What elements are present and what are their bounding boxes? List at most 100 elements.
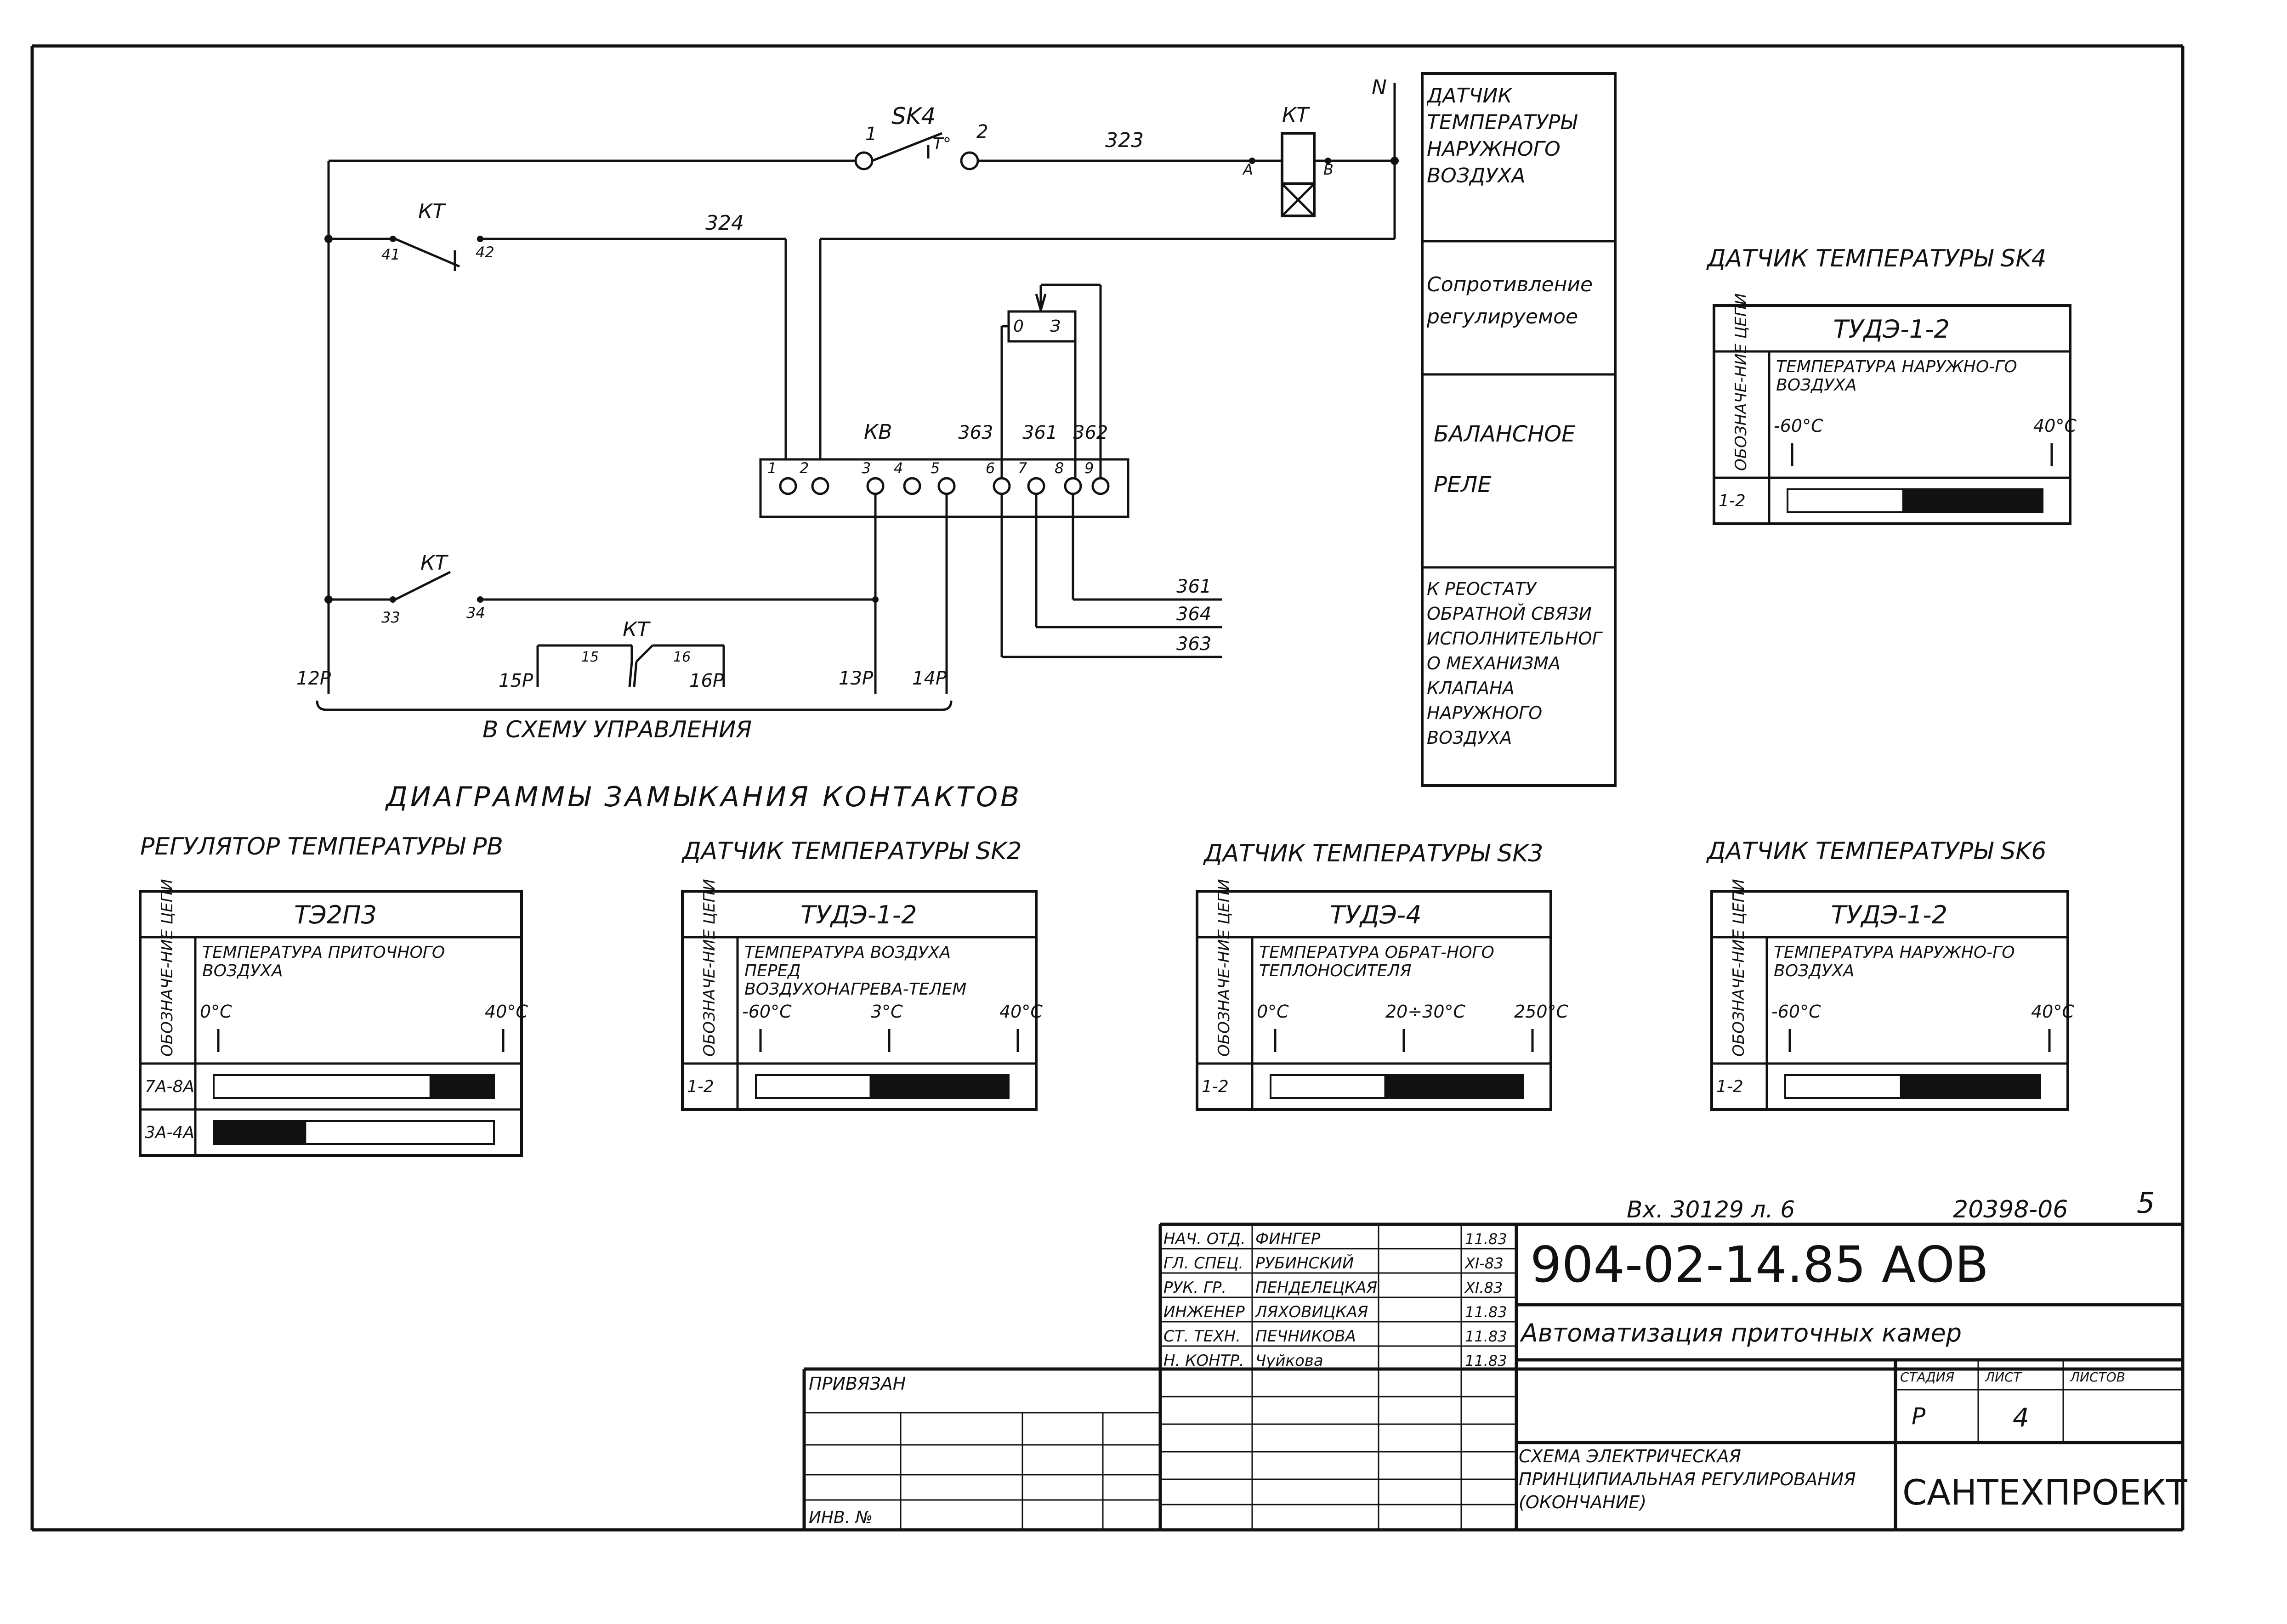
legend-item-balance-relay: БАЛАНСНОЕ РЕЛЕ [1434, 421, 1576, 498]
diagrams-title: ДИАГРАММЫ ЗАМЫКАНИЯ КОНТАКТОВ [385, 781, 1022, 813]
sheet-label: ЛИСТ [1985, 1369, 2022, 1385]
inventory-label: ИНВ. № [809, 1508, 873, 1527]
legend-item-resistor: Сопротивление регулируемое [1427, 273, 1593, 328]
signer-date: 11.83 [1465, 1328, 1507, 1345]
diagram-device-name: ТУДЭ-1-2 [1831, 900, 1947, 929]
signer-date: XI-83 [1464, 1255, 1504, 1272]
diagram-tick-label: 250°С [1514, 1002, 1569, 1022]
out-364-label: 364 [1176, 604, 1211, 625]
signer-role: Н. КОНТР. [1163, 1352, 1244, 1370]
to-control-scheme-label: В СХЕМУ УПРАВЛЕНИЯ [482, 716, 752, 743]
diagram-param-text: ТЕМПЕРАТУРА НАРУЖНО-ГО [1776, 357, 2017, 376]
kv-pin-6: 6 [986, 459, 995, 477]
kt-coil-upper [1281, 132, 1316, 190]
signer-role: СТ. ТЕХН. [1163, 1327, 1241, 1346]
diagram-device-name: ТУДЭ-1-2 [1833, 315, 1950, 344]
kt-15-16-label: КТ [623, 618, 651, 641]
project-title: Автоматизация приточных камер [1520, 1318, 1962, 1347]
kt-41-42-label: КТ [418, 200, 446, 223]
diagram-param-text: ВОЗДУХОНАГРЕВА-ТЕЛЕМ [744, 980, 966, 999]
wire-363-top-label: 363 [958, 422, 993, 443]
handwritten-ref: Вх. 30129 л. 6 [1627, 1196, 1795, 1223]
diagram-tick-label: -60°С [1771, 1002, 1821, 1022]
kt-15-16-contact [628, 661, 633, 687]
legend-item-outdoor-sensor: ДАТЧИК ТЕМПЕРАТУРЫ НАРУЖНОГО ВОЗДУХА [1427, 84, 1577, 187]
kv-pin-8: 8 [1055, 459, 1064, 477]
title-block [802, 1222, 2183, 1530]
sheets-label: ЛИСТОВ [2070, 1369, 2125, 1385]
diagram-side-label: ОБОЗНАЧЕ-НИЕ ЦЕПИ [1732, 293, 1750, 471]
diagram-caption: РЕГУЛЯТОР ТЕМПЕРАТУРЫ РВ [140, 833, 503, 860]
diagram-param-text: ТЕМПЕРАТУРА НАРУЖНО-ГО [1774, 943, 2015, 962]
control-scheme-brace [316, 700, 953, 711]
kv-pin-4: 4 [894, 459, 903, 477]
signer-role: ГЛ. СПЕЦ. [1163, 1254, 1243, 1273]
signer-name: Чуйкова [1255, 1352, 1323, 1370]
diagram-param-text: ТЕПЛОНОСИТЕЛЯ [1259, 962, 1412, 980]
sk4-pin2-label: 2 [976, 121, 988, 142]
sheet-frame [30, 44, 2185, 1532]
contact-diagram-1: РЕГУЛЯТОР ТЕМПЕРАТУРЫ РВТЭ2П3ОБОЗНАЧЕ-НИ… [139, 833, 528, 1157]
diagram-param-text: ВОЗДУХА [1774, 962, 1854, 980]
stage-value: Р [1912, 1403, 1926, 1430]
diagram-tick-label: 0°С [1257, 1002, 1289, 1022]
wire-361-top-label: 361 [1022, 422, 1057, 443]
resistor-right-label: З [1050, 317, 1061, 336]
signer-date: 11.83 [1465, 1230, 1507, 1248]
diagram-caption: ДАТЧИК ТЕМПЕРАТУРЫ SK6 [1706, 837, 2046, 865]
contact-diagrams: РЕГУЛЯТОР ТЕМПЕРАТУРЫ РВТЭ2П3ОБОЗНАЧЕ-НИ… [139, 245, 2077, 1157]
signer-role: РУК. ГР. [1163, 1279, 1226, 1297]
stage-label: СТАДИЯ [1900, 1369, 1954, 1385]
signer-name: ПЕНДЕЛЕЦКАЯ [1255, 1279, 1377, 1297]
diagram-tick-label: 40°С [2033, 416, 2077, 436]
diagram-row-closed-segment [869, 1075, 1009, 1098]
legend-item-rheostat: К РЕОСТАТУ ОБРАТНОЙ СВЯЗИ ИСПОЛНИТЕЛЬНОГ… [1427, 579, 1602, 748]
signer-name: РУБИНСКИЙ [1255, 1254, 1354, 1273]
diagram-device-name: ТУДЭ-4 [1330, 900, 1422, 929]
term-13p-label: 13Р [839, 668, 874, 689]
kt-coil-pin-a: А [1242, 161, 1253, 178]
diagram-side-label: ОБОЗНАЧЕ-НИЕ ЦЕПИ [700, 879, 719, 1057]
kv-pin-1: 1 [767, 459, 777, 477]
diagram-param-text: ПЕРЕД [744, 962, 800, 980]
diagram-row-closed-segment [1900, 1075, 2040, 1098]
diagram-caption: ДАТЧИК ТЕМПЕРАТУРЫ SK4 [1706, 245, 2046, 272]
pin-34-label: 34 [466, 604, 485, 622]
diagram-row-closed-segment [214, 1121, 306, 1144]
term-16p-label: 16Р [689, 670, 724, 691]
signer-name: ПЕЧНИКОВА [1255, 1327, 1356, 1346]
kt-coil-label: КТ [1282, 103, 1310, 127]
diagram-tick-label: 40°С [999, 1002, 1043, 1022]
diagram-side-label: ОБОЗНАЧЕ-НИЕ ЦЕПИ [1730, 879, 1748, 1057]
sheet-value: 4 [2013, 1403, 2029, 1433]
diagram-side-label: ОБОЗНАЧЕ-НИЕ ЦЕПИ [1215, 879, 1233, 1057]
pin-42-label: 42 [476, 243, 494, 261]
page-number: 5 [2137, 1186, 2155, 1220]
diagram-row-circuit: 1-2 [1719, 492, 1746, 510]
term-15p-label: 15Р [499, 670, 533, 691]
diagram-row-closed-segment [1902, 489, 2043, 512]
sk4-label: SK4 [891, 103, 936, 130]
sk4-contact [872, 132, 942, 162]
kt-33-34-contact [394, 571, 451, 601]
sk4-pin1-label: 1 [865, 124, 877, 145]
kt-41-42-contact [395, 238, 460, 268]
diagram-caption: ДАТЧИК ТЕМПЕРАТУРЫ SK3 [1203, 840, 1543, 867]
diagram-param-text: ТЕМПЕРАТУРА ВОЗДУХА [744, 943, 951, 962]
wire-323-label: 323 [1105, 129, 1144, 152]
diagram-tick-label: 0°С [200, 1002, 232, 1022]
diagram-tick-label: 40°С [2031, 1002, 2074, 1022]
wire-362-top-label: 362 [1073, 422, 1108, 443]
inventory-code: 20398-06 [1953, 1196, 2068, 1223]
pin-41-label: 41 [381, 246, 400, 263]
sheet-title: СХЕМА ЭЛЕКТРИЧЕСКАЯ ПРИНЦИПИАЛЬНАЯ РЕГУЛ… [1519, 1446, 1856, 1512]
wire-324-label: 324 [705, 211, 744, 235]
diagram-tick-label: 40°С [485, 1002, 528, 1022]
diagram-row-closed-segment [429, 1075, 494, 1098]
pin-33-label: 33 [381, 609, 400, 626]
kv-pin-7: 7 [1018, 459, 1027, 477]
diagram-row-circuit: 1-2 [1716, 1077, 1743, 1096]
sk4-temp-label: T° [933, 135, 951, 153]
